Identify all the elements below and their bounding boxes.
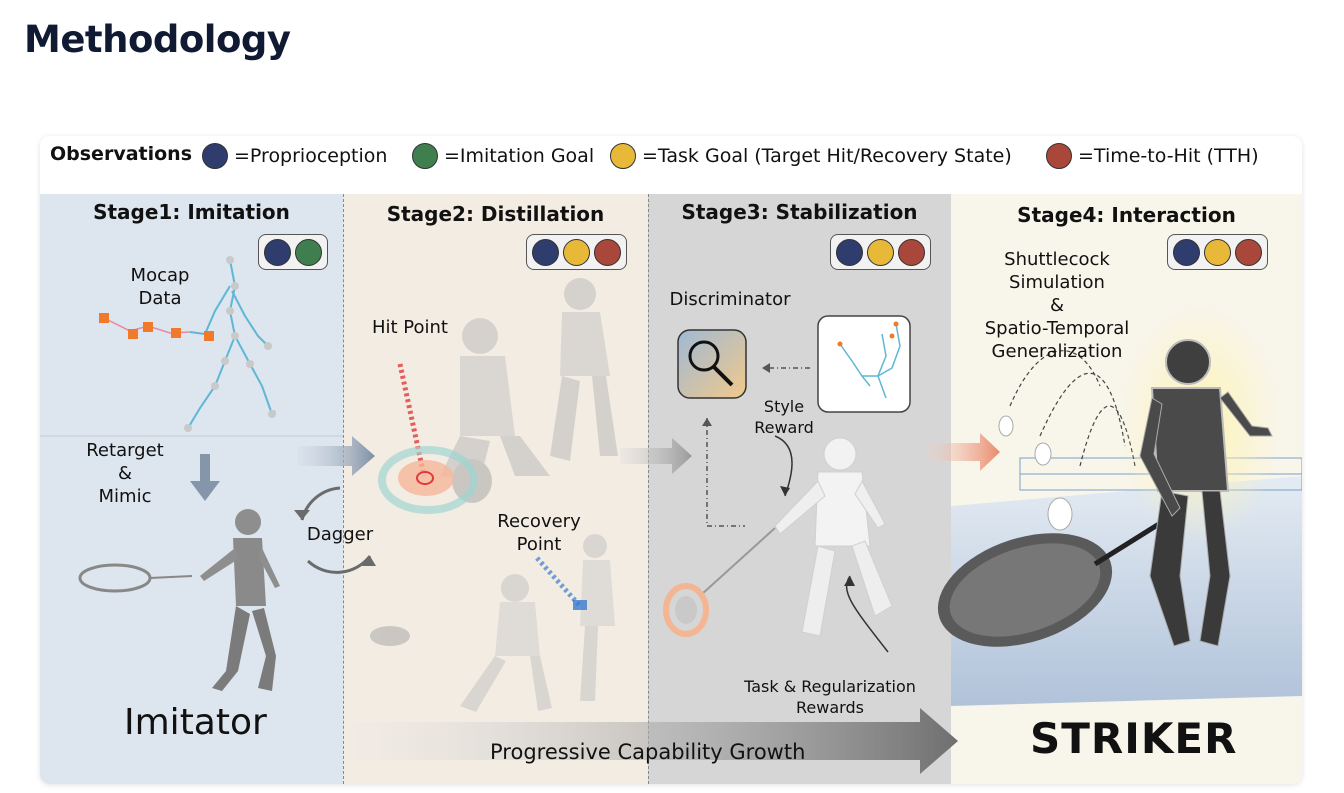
retarget-arrow-icon bbox=[190, 454, 220, 501]
legend-label: =Time-to-Hit (TTH) bbox=[1078, 145, 1259, 167]
task-goal-dot-icon bbox=[1204, 238, 1231, 266]
progress-arrow-icon bbox=[350, 708, 958, 774]
stage2-observation-box bbox=[526, 234, 627, 270]
task-goal-dot-icon bbox=[563, 238, 590, 266]
task-goal-dot-icon bbox=[867, 238, 894, 266]
stage1-panel: Stage1: Imitation bbox=[40, 194, 343, 784]
progressive-capability-label: Progressive Capability Growth bbox=[490, 740, 806, 764]
observations-title: Observations bbox=[50, 143, 193, 165]
legend-proprioception: =Proprioception bbox=[202, 143, 387, 169]
shuttlecock-simulation-label: Shuttlecock Simulation & Spatio-Temporal… bbox=[984, 249, 1130, 362]
methodology-figure: Observations =Proprioception =Imitation … bbox=[40, 136, 1302, 784]
stage2-title: Stage2: Distillation bbox=[386, 202, 605, 226]
proprioception-dot-icon bbox=[836, 238, 863, 266]
proprioception-dot-icon bbox=[1173, 238, 1200, 266]
style-reward-label: Style Reward bbox=[754, 397, 814, 437]
observations-legend: Observations =Proprioception =Imitation … bbox=[40, 136, 1302, 194]
stage-transition-arrow-icon bbox=[298, 436, 375, 476]
striker-label: STRIKER bbox=[1030, 714, 1238, 763]
legend-task-goal: =Task Goal (Target Hit/Recovery State) bbox=[610, 143, 1012, 169]
imitation-goal-dot-icon bbox=[295, 238, 322, 266]
stage3-panel: Stage3: Stabilization bbox=[648, 194, 951, 784]
dagger-label: Dagger bbox=[306, 524, 374, 545]
shuttlecock-trajectory-icon bbox=[998, 350, 1136, 531]
imitator-label: Imitator bbox=[124, 702, 267, 743]
time-to-hit-dot-icon bbox=[1235, 238, 1262, 266]
stage3-title: Stage3: Stabilization bbox=[681, 200, 918, 224]
stage-transition-arrow-icon bbox=[620, 438, 692, 474]
legend-label: =Imitation Goal bbox=[444, 145, 595, 167]
time-to-hit-dot-icon bbox=[898, 238, 925, 266]
proprioception-dot-icon bbox=[202, 143, 228, 169]
stage1-observation-box bbox=[258, 234, 328, 270]
imitator-robot-icon bbox=[78, 509, 280, 691]
stage2-panel: Stage2: Distillation bbox=[343, 194, 648, 784]
hit-point-label: Hit Point bbox=[371, 317, 448, 338]
time-to-hit-dot-icon bbox=[1046, 143, 1072, 169]
stage3-observation-box bbox=[830, 234, 931, 270]
stabilization-robot-icon bbox=[663, 437, 893, 637]
discriminator-label: Discriminator bbox=[669, 289, 791, 310]
proprioception-dot-icon bbox=[532, 238, 559, 266]
motion-reference-icon bbox=[817, 315, 911, 413]
hit-point-target-icon bbox=[378, 363, 478, 514]
time-to-hit-dot-icon bbox=[594, 238, 621, 266]
stage-divider bbox=[343, 194, 344, 784]
legend-imitation-goal: =Imitation Goal bbox=[412, 143, 594, 169]
page-title: Methodology bbox=[24, 18, 291, 61]
diagram-illustrations bbox=[40, 256, 1302, 774]
stage-transition-arrow-icon bbox=[928, 433, 1000, 471]
stage4-title: Stage4: Interaction bbox=[1017, 203, 1236, 227]
discriminator-icon bbox=[677, 329, 747, 399]
task-regularization-rewards-label: Task & Regularization Rewards bbox=[744, 677, 916, 717]
stage4-observation-box bbox=[1167, 234, 1268, 270]
recovery-point-label: Recovery Point bbox=[497, 511, 581, 555]
proprioception-dot-icon bbox=[264, 238, 291, 266]
imitation-goal-dot-icon bbox=[412, 143, 438, 169]
task-goal-dot-icon bbox=[610, 143, 636, 169]
striker-robot-icon bbox=[937, 339, 1273, 647]
mocap-data-label: Mocap Data bbox=[130, 265, 190, 309]
mocap-skeleton-icon bbox=[40, 256, 343, 437]
stage1-title: Stage1: Imitation bbox=[93, 200, 290, 224]
recovery-point-marker-icon bbox=[535, 556, 587, 610]
legend-label: =Task Goal (Target Hit/Recovery State) bbox=[642, 145, 1012, 167]
legend-label: =Proprioception bbox=[234, 145, 388, 167]
distillation-robots-icon bbox=[370, 278, 618, 712]
stage-divider bbox=[648, 194, 649, 784]
retarget-mimic-label: Retarget & Mimic bbox=[86, 440, 164, 507]
legend-time-to-hit: =Time-to-Hit (TTH) bbox=[1046, 143, 1259, 169]
